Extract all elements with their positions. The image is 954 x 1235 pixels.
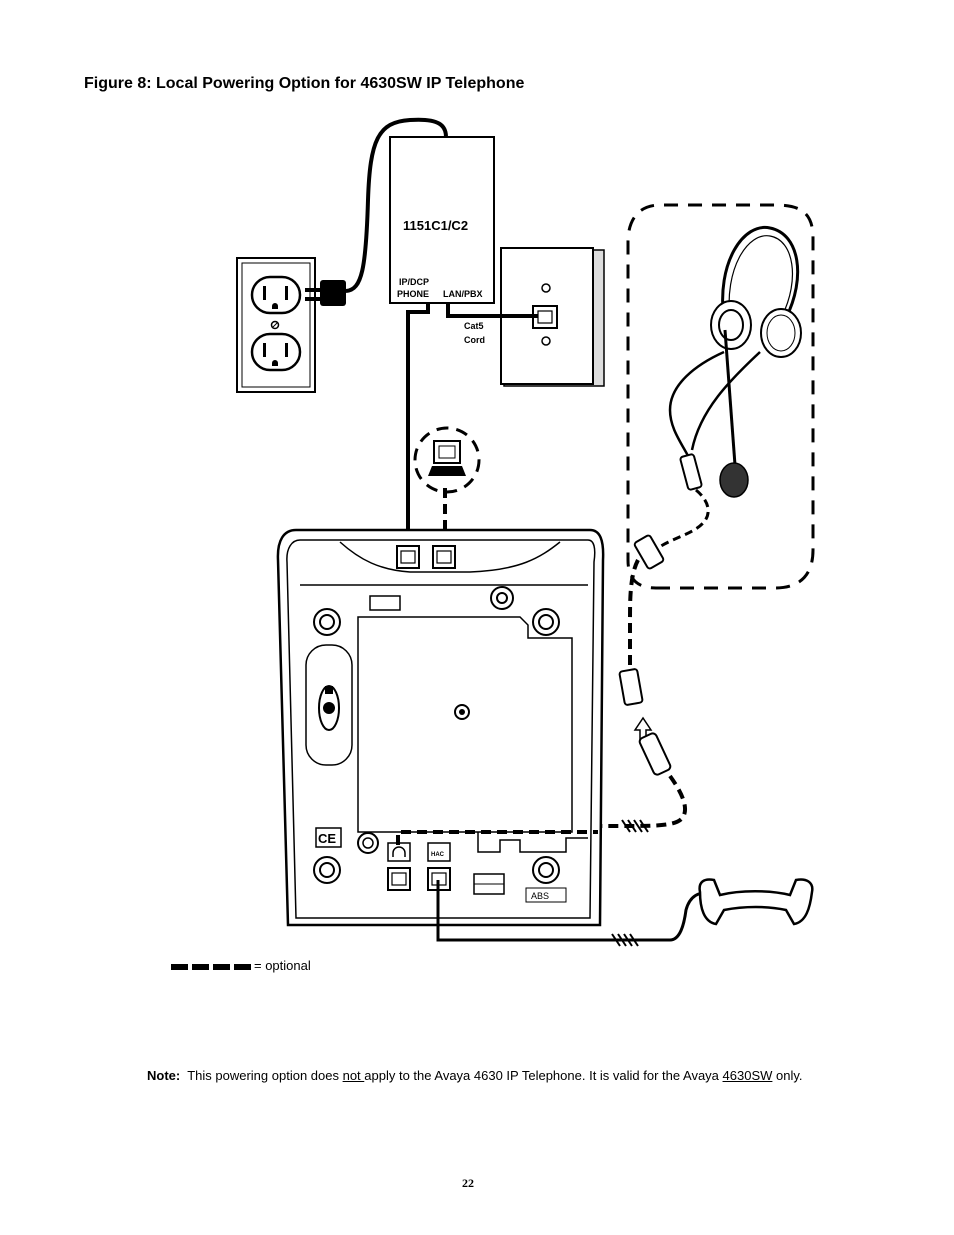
power-supply-unit: 1151C1/C2 IP/DCP PHONE LAN/PBX [389,136,495,304]
port-label-ipdcp: IP/DCP [399,277,429,287]
legend-text: = optional [254,958,311,973]
note-text-2: apply to the Avaya 4630 IP Telephone. It… [364,1068,723,1083]
cable-label-cat5: Cat5 [464,321,484,331]
abs-label: ABS [531,891,549,901]
note-text-1: This powering option does [187,1068,343,1083]
hac-label: HAC [431,852,445,858]
power-cord [305,117,448,306]
svg-text:CE: CE [318,831,336,846]
optional-headset [626,203,815,590]
note-paragraph: Note: This powering option does not appl… [147,1068,803,1083]
port-label-phone: PHONE [397,289,429,299]
figure-title: Figure 8: Local Powering Option for 4630… [84,75,525,92]
cable-label-cord: Cord [464,335,485,345]
legend: = optional [171,958,311,973]
telephone-base: CE HAC ABS [276,528,605,927]
note-text-3: only. [772,1068,803,1083]
headset-adapter-cord [596,559,687,834]
power-supply-model: 1151C1/C2 [403,218,468,233]
page-number: 22 [462,1176,474,1190]
port-label-lan: LAN/PBX [443,289,483,299]
wall-outlet [236,257,316,393]
note-underline-not: not [342,1068,365,1083]
phone-cord [406,303,430,556]
note-underline-model: 4630SW [722,1068,773,1083]
cat5-cord [446,303,538,318]
optional-pc [413,426,481,494]
note-label: Note: [147,1068,181,1083]
handset [436,878,814,947]
